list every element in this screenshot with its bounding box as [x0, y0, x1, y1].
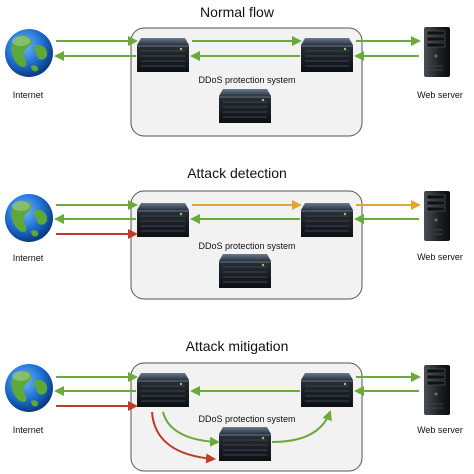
server-appliance-icon	[300, 372, 354, 408]
globe-icon	[5, 364, 53, 412]
server-appliance-icon	[218, 253, 272, 289]
server-appliance-icon	[218, 88, 272, 124]
server-appliance-icon	[136, 37, 190, 73]
arrow-attack-diverted	[151, 411, 216, 464]
ddos-system-label: DDoS protection system	[198, 241, 295, 251]
arrow-clean-to-scrubber	[162, 411, 220, 447]
server-appliance-icon	[218, 426, 272, 462]
section-title: Attack mitigation	[186, 338, 289, 354]
section-attack-mitigation: Attack mitigation Internet DDoS protecti…	[5, 338, 463, 472]
server-appliance-icon	[300, 202, 354, 238]
globe-icon	[5, 29, 53, 77]
internet-label: Internet	[13, 253, 44, 263]
server-appliance-icon	[136, 372, 190, 408]
section-normal-flow: Normal flow Internet DDoS protection sys…	[5, 4, 463, 137]
globe-icon	[5, 194, 53, 242]
tower-server-icon	[423, 190, 451, 242]
internet-label: Internet	[13, 90, 44, 100]
web-server-label: Web server	[417, 252, 463, 262]
tower-server-icon	[423, 26, 451, 78]
ddos-system-label: DDoS protection system	[198, 414, 295, 424]
internet-label: Internet	[13, 425, 44, 435]
server-appliance-icon	[136, 202, 190, 238]
section-attack-detection: Attack detection Internet DDoS protectio…	[5, 165, 463, 300]
server-appliance-icon	[300, 37, 354, 73]
web-server-label: Web server	[417, 90, 463, 100]
tower-server-icon	[423, 364, 451, 416]
web-server-label: Web server	[417, 425, 463, 435]
ddos-system-label: DDoS protection system	[198, 75, 295, 85]
section-title: Attack detection	[187, 165, 287, 181]
section-title: Normal flow	[200, 4, 275, 20]
arrow-clean-return	[271, 410, 332, 443]
